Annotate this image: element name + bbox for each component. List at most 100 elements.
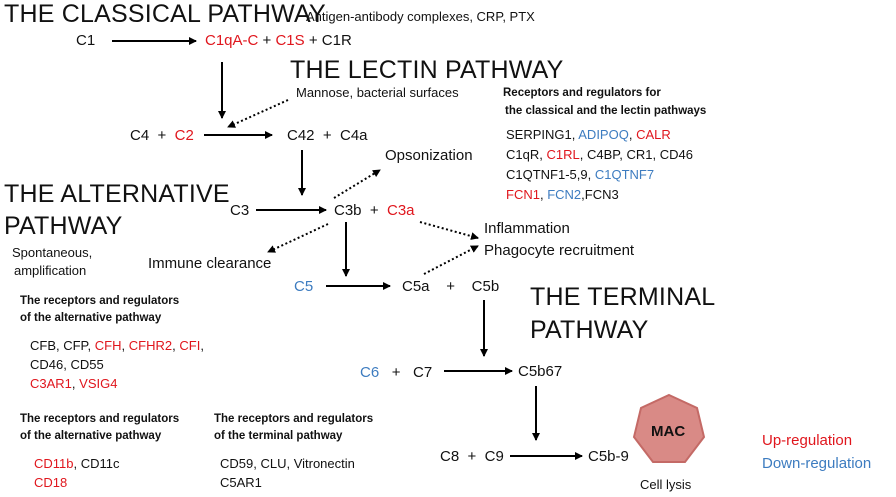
c1qr-label: C1qR, <box>506 147 543 162</box>
c5a-label: C5a <box>402 278 430 295</box>
cfhr2-label: CFHR2 <box>128 338 173 353</box>
reg-alt1-line2: CD46, CD55 <box>30 357 104 372</box>
reg-alt1-heading-line1: The receptors and regulators <box>20 295 180 307</box>
c3b-c3a-line: C3b + C3a <box>334 203 415 218</box>
c8-label: C8 <box>440 448 460 465</box>
c1qtnf-label: C1QTNF1-5,9, <box>506 167 592 182</box>
reg-alt2-line1: CD11b, CD11c <box>34 457 120 470</box>
c1r-label: C1R <box>321 32 352 49</box>
reg-classical-line2: C1qR, C1RL, C4BP, CR1, CD46 <box>506 148 693 161</box>
plus-sign: + <box>369 202 379 219</box>
reg-terminal-line2: C5AR1 <box>220 475 262 490</box>
phagocyte-recruitment-label: Phagocyte recruitment <box>484 242 635 259</box>
cd11c-label: , CD11c <box>73 456 120 471</box>
mac-label: MAC <box>651 423 686 440</box>
fcn2-label: FCN2 <box>547 187 582 202</box>
comma: , <box>628 127 633 142</box>
c1qtnf7-label: C1QTNF7 <box>594 167 655 182</box>
comma: , <box>172 338 176 353</box>
fcn3-label: ,FCN3 <box>581 187 619 202</box>
arrow-c3b-to-immune-clearance <box>267 223 329 253</box>
c2-label: C2 <box>174 127 194 144</box>
c3-label: C3 <box>230 202 250 219</box>
classical-trigger: Antigen-antibody complexes, CRP, PTX <box>306 9 535 24</box>
c3b-label: C3b <box>334 202 362 219</box>
alternative-title-line2: PATHWAY <box>4 212 123 240</box>
alternative-desc-line1: Spontaneous, <box>12 245 93 260</box>
plus-sign: + <box>467 448 477 465</box>
reg-classical-line2-rest: , C4BP, CR1, CD46 <box>579 147 693 162</box>
reg-alt2-heading-line2: of the alternative pathway <box>20 430 162 442</box>
mac-heptagon-shape <box>632 393 706 463</box>
c6-c7-line: C6 + C7 <box>360 365 432 380</box>
terminal-title-line2: PATHWAY <box>530 316 649 344</box>
arrow-c3a-to-inflammation <box>419 221 479 240</box>
fcn1-label: FCN1 <box>506 187 540 202</box>
c5b67-label: C5b67 <box>518 363 563 380</box>
plus-sign: + <box>308 32 318 49</box>
reg-classical-heading-line2: the classical and the lectin pathways <box>505 105 707 117</box>
c3a-label: C3a <box>386 202 415 219</box>
classical-pathway-title: THE CLASSICAL PATHWAY <box>4 0 326 28</box>
c1s-label: C1S <box>275 32 305 49</box>
c4a-label: C4a <box>339 127 368 144</box>
c5b-label: C5b <box>471 278 500 295</box>
reg-classical-heading-line1: Receptors and regulators for <box>503 87 661 99</box>
lectin-pathway-title: THE LECTIN PATHWAY <box>290 56 564 84</box>
plus-sign: + <box>446 278 455 295</box>
c1-label: C1 <box>76 32 96 49</box>
arrow-c5a-to-phagocyte <box>423 245 479 275</box>
c5a-c5b-line: C5a + C5b <box>402 279 499 294</box>
reg-classical-line3: C1QTNF1-5,9, C1QTNF7 <box>506 168 654 181</box>
plus-sign: + <box>157 127 167 144</box>
reg-alt1-line3: C3AR1, VSIG4 <box>30 377 117 390</box>
cfh-label: CFH <box>94 338 122 353</box>
c4-label: C4 <box>130 127 150 144</box>
serping1-label: SERPING1, <box>506 127 576 142</box>
inflammation-label: Inflammation <box>484 220 570 237</box>
plus-sign: + <box>391 364 401 381</box>
lectin-trigger: Mannose, bacterial surfaces <box>296 85 459 100</box>
reg-alt1-line1: CFB, CFP, CFH, CFHR2, CFI, <box>30 339 204 352</box>
c5-label: C5 <box>294 278 314 295</box>
c5b9-label: C5b-9 <box>588 448 629 465</box>
plus-sign: + <box>322 127 332 144</box>
comma: , <box>200 338 204 353</box>
c1qa-c-label: C1qA-C <box>205 32 259 49</box>
cfi-label: CFI <box>179 338 201 353</box>
comma: , <box>121 338 126 353</box>
plus-sign: + <box>262 32 272 49</box>
legend-up-regulation: Up-regulation <box>762 432 853 449</box>
c8-c9-line: C8 + C9 <box>440 449 504 464</box>
c3ar1-label: C3AR1 <box>30 376 72 391</box>
comma: , <box>539 187 544 202</box>
cfb-cfp-label: CFB, CFP, <box>30 338 92 353</box>
terminal-title-line1: THE TERMINAL <box>530 283 716 311</box>
reg-classical-line1: SERPING1, ADIPOQ, CALR <box>506 128 671 141</box>
legend-down-regulation: Down-regulation <box>762 455 872 472</box>
c42-label: C42 <box>287 127 315 144</box>
reg-alt1-heading-line2: of the alternative pathway <box>20 312 162 324</box>
c42-line: C42 + C4a <box>287 128 368 143</box>
adipoq-label: ADIPOQ <box>578 127 629 142</box>
c7-label: C7 <box>412 364 433 381</box>
reg-terminal-line1: CD59, CLU, Vitronectin <box>220 456 355 471</box>
c9-label: C9 <box>484 448 504 465</box>
arrow-mannose-to-c42 <box>227 99 289 128</box>
immune-clearance-label: Immune clearance <box>148 255 272 272</box>
reg-terminal-heading-line2: of the terminal pathway <box>214 430 343 442</box>
reg-alt2-heading-line1: The receptors and regulators <box>20 413 180 425</box>
c6-label: C6 <box>360 364 380 381</box>
reg-terminal-heading-line1: The receptors and regulators <box>214 413 374 425</box>
cd11b-label: CD11b <box>34 456 74 471</box>
c1q-line: C1qA-C + C1S + C1R <box>205 33 352 48</box>
alternative-title-line1: THE ALTERNATIVE <box>4 180 230 208</box>
cd18-label: CD18 <box>34 475 68 490</box>
alternative-desc-line2: amplification <box>14 263 87 278</box>
calr-label: CALR <box>636 127 671 142</box>
comma: , <box>71 376 76 391</box>
reg-classical-line4: FCN1, FCN2,FCN3 <box>506 188 619 201</box>
opsonization-label: Opsonization <box>385 147 473 164</box>
arrow-c3b-to-opsonization <box>333 169 381 199</box>
